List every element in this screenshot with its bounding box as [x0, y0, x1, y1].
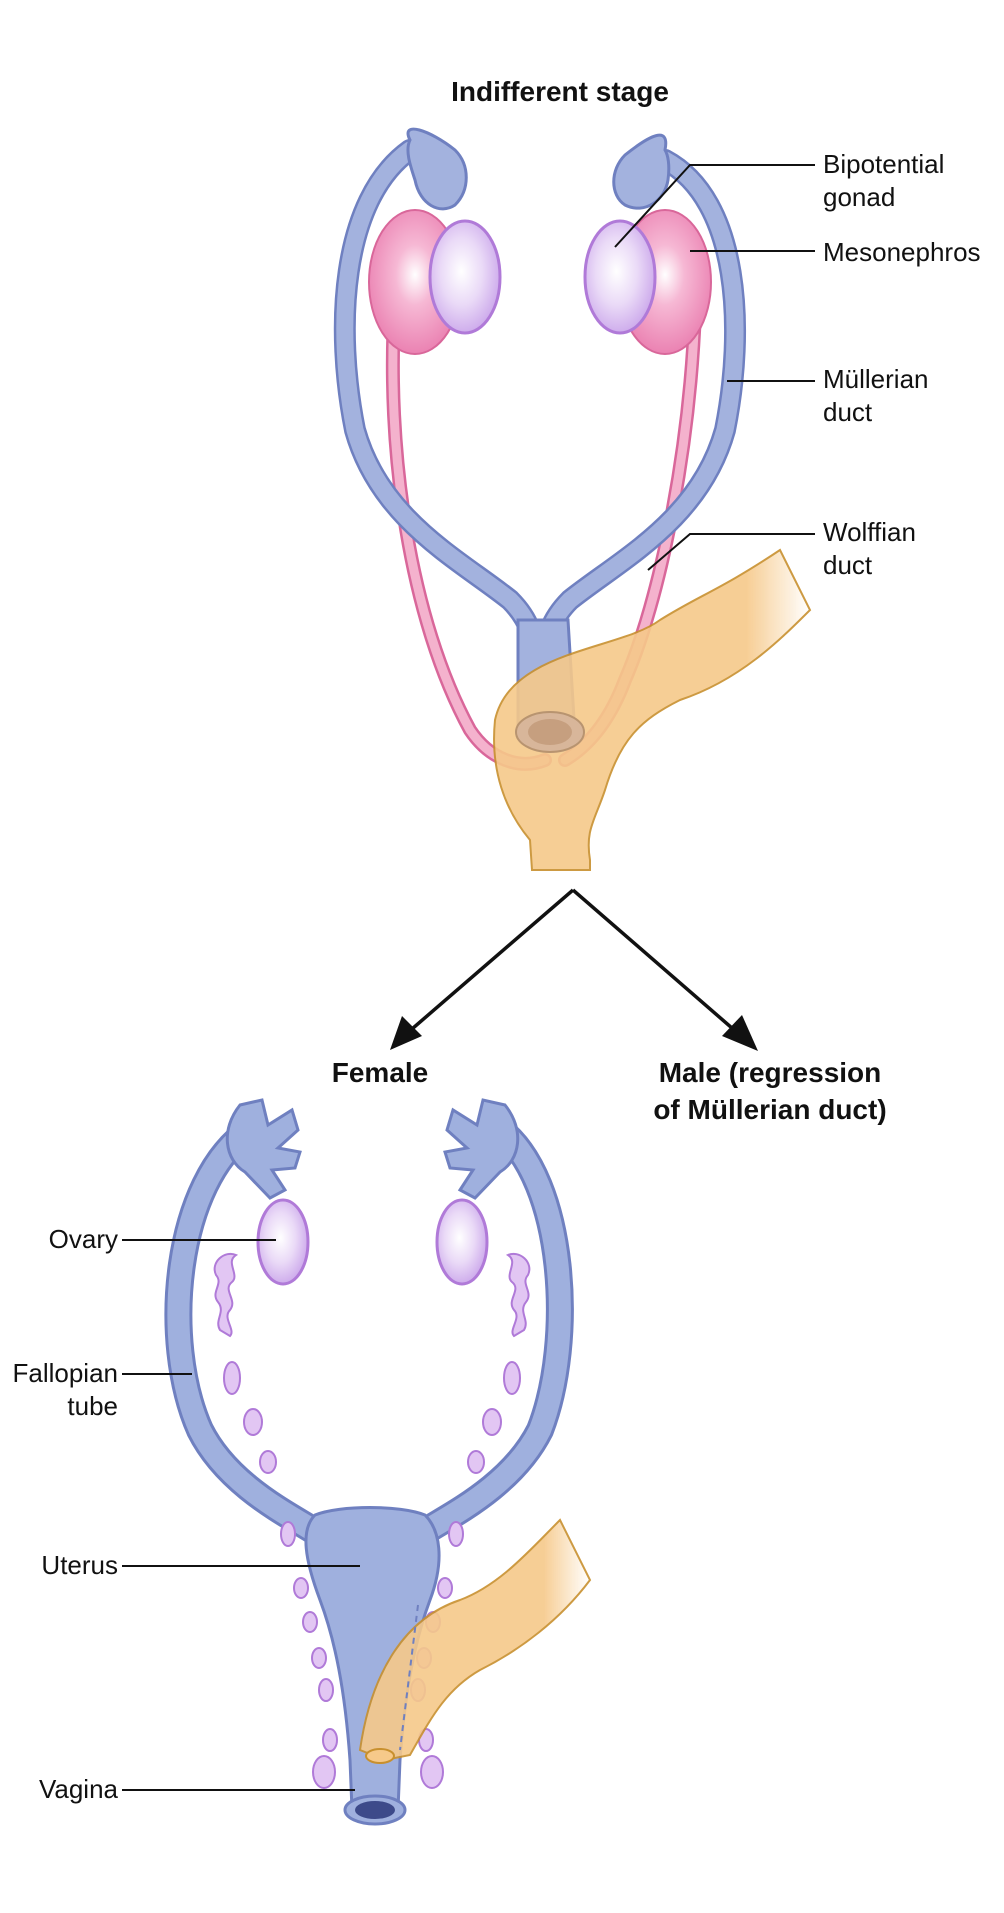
- mullerian-duct-label-1: Müllerian: [823, 364, 929, 394]
- urogenital-sinus-female: [358, 1518, 592, 1762]
- vagina-lumen: [355, 1801, 395, 1819]
- mullerian-duct-right-fill: [536, 151, 744, 669]
- fallopian-tube-label-2: tube: [67, 1391, 118, 1421]
- indifferent-stage-illustration: [333, 127, 812, 871]
- indifferent-stage-heading: Indifferent stage: [451, 76, 669, 107]
- mullerian-fimbria-right: [612, 133, 671, 210]
- mullerian-duct-label-2: duct: [823, 397, 873, 427]
- bipotential-gonad-right: [583, 219, 657, 335]
- leader-bipotential-gonad: [614, 164, 815, 248]
- fallopian-tube-label-1: Fallopian: [12, 1358, 118, 1388]
- urethra-opening: [365, 1748, 395, 1764]
- bipotential-gonad-label-2: gonad: [823, 182, 896, 212]
- wolffian-duct-label-2: duct: [823, 550, 873, 580]
- bipotential-gonad-label-1: Bipotential: [823, 149, 945, 179]
- wolffian-duct-label-1: Wolffian: [823, 517, 916, 547]
- mullerian-fimbria-left: [406, 127, 468, 211]
- arrow-to-male-head: [722, 1015, 758, 1051]
- branch-arrows: [390, 888, 758, 1051]
- leader-wolffian-duct: [647, 533, 815, 571]
- bipotential-gonad-left: [428, 219, 502, 335]
- male-heading-line-1: Male (regression: [658, 1057, 882, 1088]
- mesonephric-remnants-left: [213, 1252, 338, 1789]
- fimbria-left: [225, 1098, 302, 1200]
- mullerian-duct-left-fill: [336, 141, 544, 669]
- fallopian-tube-left-fill: [167, 1119, 331, 1546]
- fallopian-tube-right-fill: [409, 1119, 571, 1546]
- mesonephros-label: Mesonephros: [823, 237, 981, 267]
- ovary-right: [435, 1198, 489, 1286]
- female-leader-lines: [122, 1239, 360, 1791]
- vagina-label: Vagina: [38, 1774, 118, 1804]
- arrow-to-male-line: [571, 888, 742, 1037]
- ovary-left: [256, 1198, 310, 1286]
- fimbria-right: [443, 1098, 520, 1200]
- female-illustration: [164, 1098, 592, 1826]
- dashed-fusion-line: [399, 1604, 419, 1751]
- arrow-to-female-line: [403, 888, 575, 1037]
- uterus-label: Uterus: [41, 1550, 118, 1580]
- female-heading: Female: [331, 1057, 429, 1088]
- urogenital-opening-inner: [528, 719, 572, 745]
- urogenital-sinus-top: [493, 548, 812, 871]
- top-leader-lines: [614, 164, 815, 571]
- male-heading-line-2: of Müllerian duct): [653, 1094, 887, 1125]
- arrow-to-female-head: [390, 1016, 422, 1050]
- ovary-label: Ovary: [48, 1224, 118, 1254]
